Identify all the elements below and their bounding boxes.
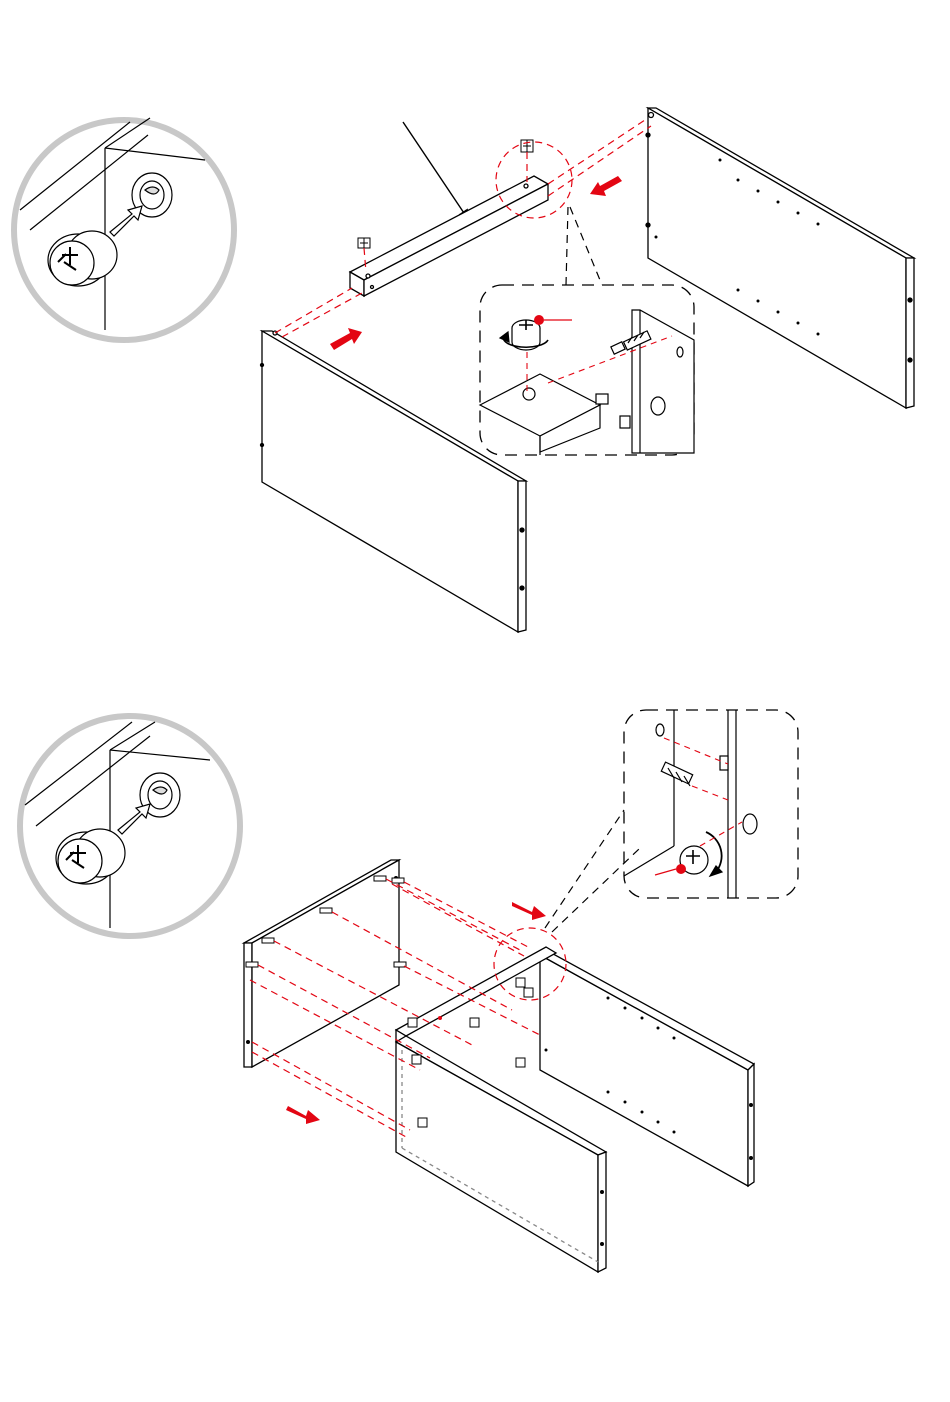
step-upper xyxy=(14,108,914,632)
cam-lock-marker xyxy=(534,315,544,325)
direction-arrow-right xyxy=(330,328,362,350)
part-pointer-line xyxy=(403,122,470,222)
callout-leader-upper xyxy=(566,207,602,285)
detail-callout-upper xyxy=(480,285,694,455)
direction-arrow-lower-2 xyxy=(286,1106,320,1124)
inset-circle-upper xyxy=(14,118,234,340)
cam-lock-small-1 xyxy=(358,238,370,248)
direction-arrow-lower-1 xyxy=(512,902,546,920)
direction-arrow-left xyxy=(590,176,622,196)
step-lower xyxy=(20,710,798,1272)
cam-lock-small-2 xyxy=(521,140,533,152)
back-panel xyxy=(244,860,399,1067)
detail-callout-lower xyxy=(624,710,798,898)
crossbar-rail xyxy=(350,176,548,296)
inset-circle-lower xyxy=(20,716,240,936)
